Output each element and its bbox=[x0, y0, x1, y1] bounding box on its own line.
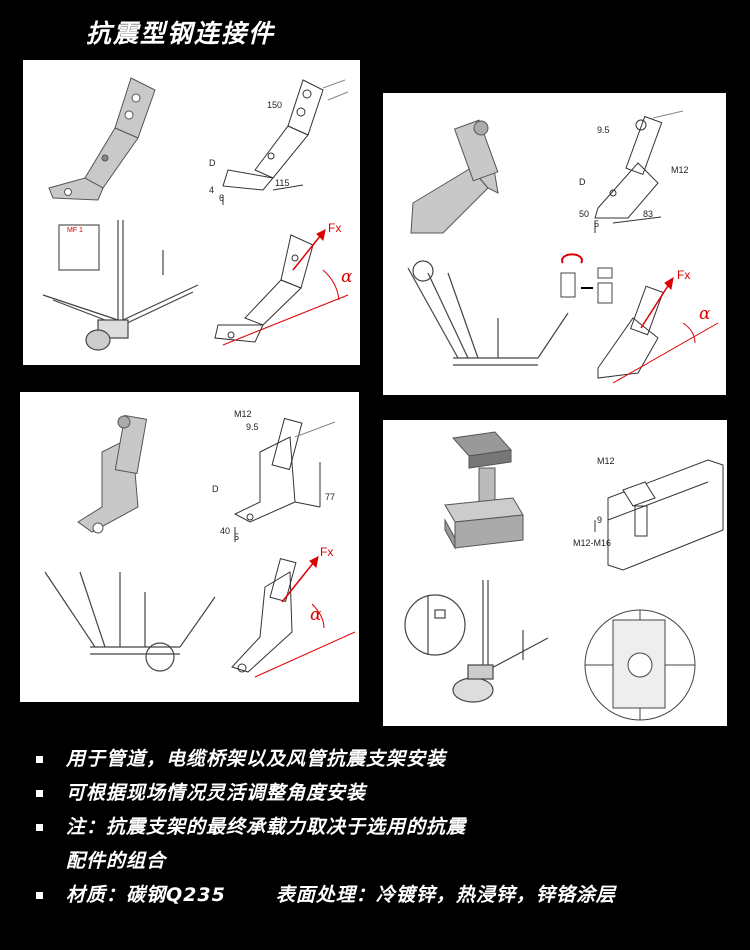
connector-panel-1: 150 115 D 4 6 MF 1 bbox=[23, 60, 360, 365]
angle-bracket-3d-render bbox=[77, 414, 148, 534]
surface-treatment-text: 表面处理：冷镀锌，热浸锌，锌铬涂层 bbox=[275, 884, 616, 906]
dim-m12: M12 bbox=[234, 409, 252, 419]
dim-9: 9 bbox=[597, 515, 602, 525]
dim-6: 6 bbox=[219, 193, 224, 203]
feature-item-continuation: 配件的组合 bbox=[36, 844, 736, 878]
angle-label: α bbox=[310, 605, 322, 625]
force-label: Fx bbox=[677, 268, 690, 282]
channel-line-drawing bbox=[594, 459, 724, 571]
dim-m12-m16: M12-M16 bbox=[573, 538, 611, 548]
channel-cross-section-drawing bbox=[584, 609, 696, 721]
dim-150: 150 bbox=[267, 100, 282, 110]
detail-tag: MF 1 bbox=[67, 227, 83, 234]
dim-50: 50 bbox=[579, 209, 589, 219]
hinge-bracket-3d-render bbox=[410, 119, 499, 234]
dim-m12: M12 bbox=[671, 165, 689, 175]
bullet-square-icon bbox=[36, 790, 43, 797]
feature-item: 用于管道，电缆桥架以及风管抗震支架安装 bbox=[36, 742, 736, 776]
dim-d: D bbox=[212, 484, 219, 494]
connector-illustration-1: 150 115 D 4 6 MF 1 bbox=[42, 77, 353, 351]
bullet-square-icon bbox=[36, 756, 43, 763]
feature-text: 注：抗震支架的最终承载力取决于选用的抗震 bbox=[66, 816, 467, 838]
feature-text: 可根据现场情况灵活调整角度安装 bbox=[66, 782, 367, 804]
connector-illustration-2: 9.5 M12 D 50 5 83 bbox=[407, 110, 719, 384]
dim-77: 77 bbox=[325, 492, 335, 502]
dim-4: 4 bbox=[209, 185, 214, 195]
dim-40: 40 bbox=[220, 526, 230, 536]
dim-5: 5 bbox=[234, 532, 239, 542]
connector-panel-2: 9.5 M12 D 50 5 83 bbox=[383, 93, 726, 395]
bullet-square-icon bbox=[36, 824, 43, 831]
dim-d: D bbox=[579, 177, 586, 187]
force-diagram bbox=[214, 229, 349, 346]
feature-text: 配件的组合 bbox=[66, 850, 167, 872]
dim-83: 83 bbox=[643, 209, 653, 219]
feature-text: 用于管道，电缆桥架以及风管抗震支架安装 bbox=[66, 748, 447, 770]
connector-illustration-3: M12 9.5 D 77 40 5 Fx α bbox=[44, 409, 356, 678]
angle-label: α bbox=[699, 304, 711, 324]
dim-5: 5 bbox=[594, 219, 599, 229]
support-assembly-drawing bbox=[42, 220, 199, 351]
feature-item: 材质：碳钢Q235 表面处理：冷镀锌，热浸锌，锌铬涂层 bbox=[36, 878, 736, 912]
feature-item: 注：抗震支架的最终承载力取决于选用的抗震 bbox=[36, 810, 736, 844]
hinge-bracket-line-drawing bbox=[594, 110, 684, 233]
force-diagram bbox=[231, 556, 356, 678]
dim-m12: M12 bbox=[597, 456, 615, 466]
bracket-3d-render bbox=[48, 77, 156, 201]
pipe-support-drawing bbox=[404, 580, 549, 703]
page-title: 抗震型钢连接件 bbox=[86, 19, 276, 48]
force-label: Fx bbox=[320, 545, 333, 559]
dim-115: 115 bbox=[275, 178, 289, 188]
material-text: 材质：碳钢Q235 bbox=[66, 884, 226, 906]
force-diagram bbox=[597, 276, 719, 384]
connector-panel-3: M12 9.5 D 77 40 5 Fx α bbox=[20, 392, 359, 702]
bolt-detail bbox=[560, 253, 613, 304]
force-label: Fx bbox=[328, 221, 341, 235]
support-assembly-drawing bbox=[407, 260, 569, 366]
feature-list: 用于管道，电缆桥架以及风管抗震支架安装 可根据现场情况灵活调整角度安装 注：抗震… bbox=[36, 742, 736, 912]
support-assembly-drawing bbox=[44, 571, 216, 672]
bracket-line-drawing bbox=[222, 79, 349, 205]
bullet-square-icon bbox=[36, 892, 43, 899]
feature-item: 可根据现场情况灵活调整角度安装 bbox=[36, 776, 736, 810]
angle-label: α bbox=[341, 267, 353, 287]
channel-nut-bolt-3d-render bbox=[444, 431, 524, 550]
dim-d: D bbox=[209, 158, 216, 168]
angle-bracket-line-drawing bbox=[233, 417, 336, 542]
dim-9-5: 9.5 bbox=[597, 125, 610, 135]
connector-illustration-4: M12 9 M12-M16 bbox=[404, 431, 724, 721]
connector-panel-4: M12 9 M12-M16 bbox=[383, 420, 727, 726]
dim-9-5: 9.5 bbox=[246, 422, 259, 432]
